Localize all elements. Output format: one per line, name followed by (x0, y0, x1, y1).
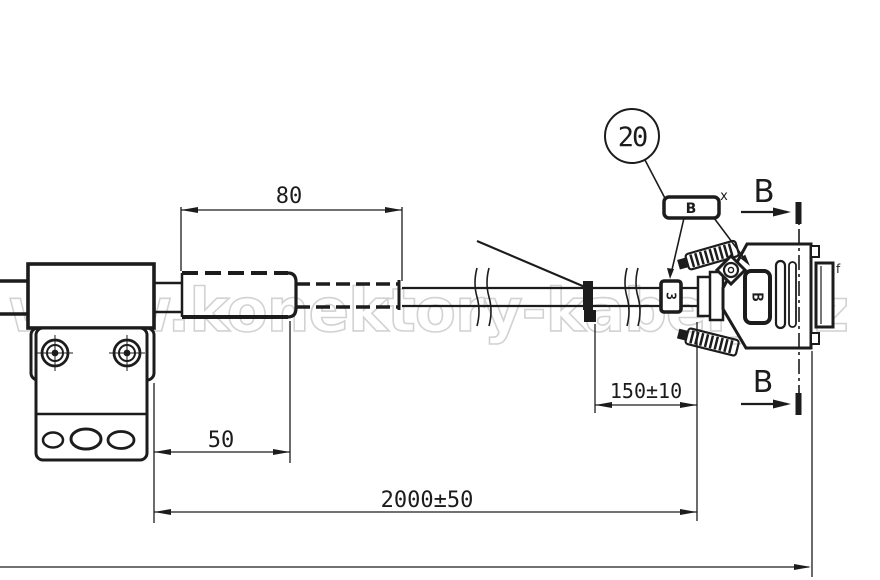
tie-band (583, 281, 593, 310)
arrow-left (154, 509, 171, 515)
strain-relief (708, 270, 725, 322)
dim-value: 2000±50 (381, 488, 474, 513)
arrow-right (680, 509, 697, 515)
arrow-left (181, 207, 198, 213)
tag-leader-to-connector (713, 217, 748, 263)
screw-left (37, 335, 73, 371)
marker-band-3: 3 (659, 279, 683, 314)
dim-value: 50 (208, 428, 235, 453)
mating-face (814, 261, 835, 329)
flag-tag-cross: x (720, 189, 728, 204)
section-arrow-top-head (773, 207, 791, 217)
screw-right (109, 335, 145, 371)
clamp-block (26, 262, 156, 330)
arrow-right (680, 402, 697, 408)
tag-leader-to-marker-head (667, 268, 674, 279)
flag-tag-label: B (686, 201, 697, 217)
dimension-80: 80 (180, 184, 403, 281)
connector-marker-label: B (749, 292, 767, 301)
arrow-right (794, 564, 811, 570)
section-tick-bottom (795, 393, 802, 415)
section-label-bottom: B (753, 365, 774, 400)
slot-hole-small (41, 431, 65, 449)
cable (154, 267, 700, 327)
section-arrow-bottom-head (773, 399, 791, 409)
jackscrew-bottom (676, 327, 740, 357)
tie-tail (584, 310, 596, 322)
cable-tie-leader-line (476, 240, 586, 288)
flag-tag-outline (662, 195, 721, 220)
mount-bracket (0, 262, 156, 462)
dim-value: 80 (276, 184, 303, 209)
marker-band-label: 3 (663, 292, 678, 300)
dimension-50: 50 (153, 321, 291, 523)
connector: B f (676, 239, 841, 357)
balloon-circle (604, 108, 660, 164)
face-note: f (836, 262, 841, 276)
flange-boss-bottom (810, 332, 820, 345)
shell-slot-right (788, 261, 797, 328)
shell-slot-left (774, 259, 787, 330)
arrow-left (154, 449, 171, 455)
arrow-right (273, 449, 290, 455)
screw-head-detail (714, 253, 748, 287)
bracket-front-plate (34, 326, 149, 462)
braided-section (295, 280, 401, 310)
dim-value: 150±10 (610, 379, 682, 403)
section-label-top: B (753, 174, 774, 210)
overall-dimension (0, 351, 813, 577)
connector-marker-outline (743, 269, 772, 325)
flag-tag: B x (662, 189, 750, 279)
cable-tie (476, 240, 596, 322)
tag-leader-to-connector-head (740, 254, 750, 266)
marker-band-outline (659, 279, 683, 314)
balloon-number: 20 (618, 122, 647, 153)
flange-boss-top (810, 245, 820, 258)
section-tick-top (795, 202, 802, 224)
arrow-right (385, 207, 402, 213)
dimension-150: 150±10 (594, 322, 698, 521)
slot-hole-medium (106, 430, 136, 450)
break-marks (474, 267, 641, 327)
section-line-b: B B (741, 174, 802, 415)
slot-hole-large (69, 427, 103, 451)
tag-leader-to-marker (670, 217, 685, 275)
balloon-callout: 20 (604, 108, 673, 210)
arrow-left (595, 402, 612, 408)
dimension-2000: 2000±50 (154, 488, 697, 515)
balloon-leader-line (644, 159, 669, 205)
